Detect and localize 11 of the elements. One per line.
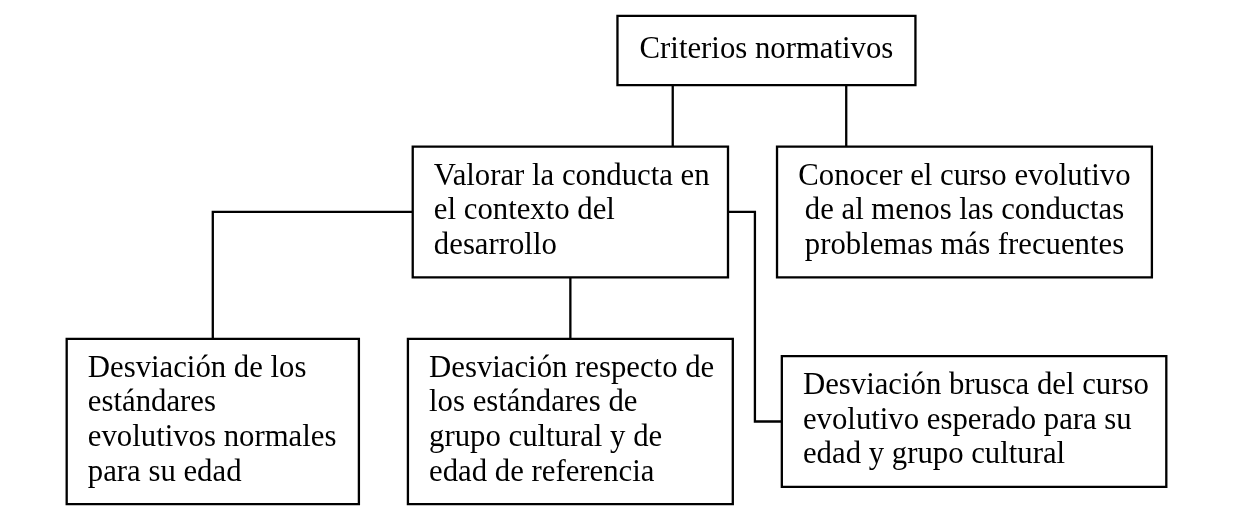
connector bbox=[728, 210, 782, 423]
connector bbox=[569, 277, 572, 339]
node-box: Desviación brusca del curso evolutivo esperado para su edad y grupo cultural bbox=[780, 354, 1168, 488]
connector bbox=[845, 85, 848, 147]
node-box: Desviación de los estándares evolutivos normales para su edad bbox=[65, 337, 361, 506]
node-box: Conocer el curso evolutivo de al menos las conductas problemas más frecuentes bbox=[775, 145, 1154, 279]
node-box: Valorar la conducta en el contexto del desarrollo bbox=[411, 145, 730, 279]
node-box: Criterios normativos bbox=[616, 14, 917, 87]
node-box: Desviación respecto de los estándares de grupo cultural y de edad de referencia bbox=[406, 337, 734, 506]
connector bbox=[211, 210, 413, 339]
connector bbox=[671, 85, 674, 147]
